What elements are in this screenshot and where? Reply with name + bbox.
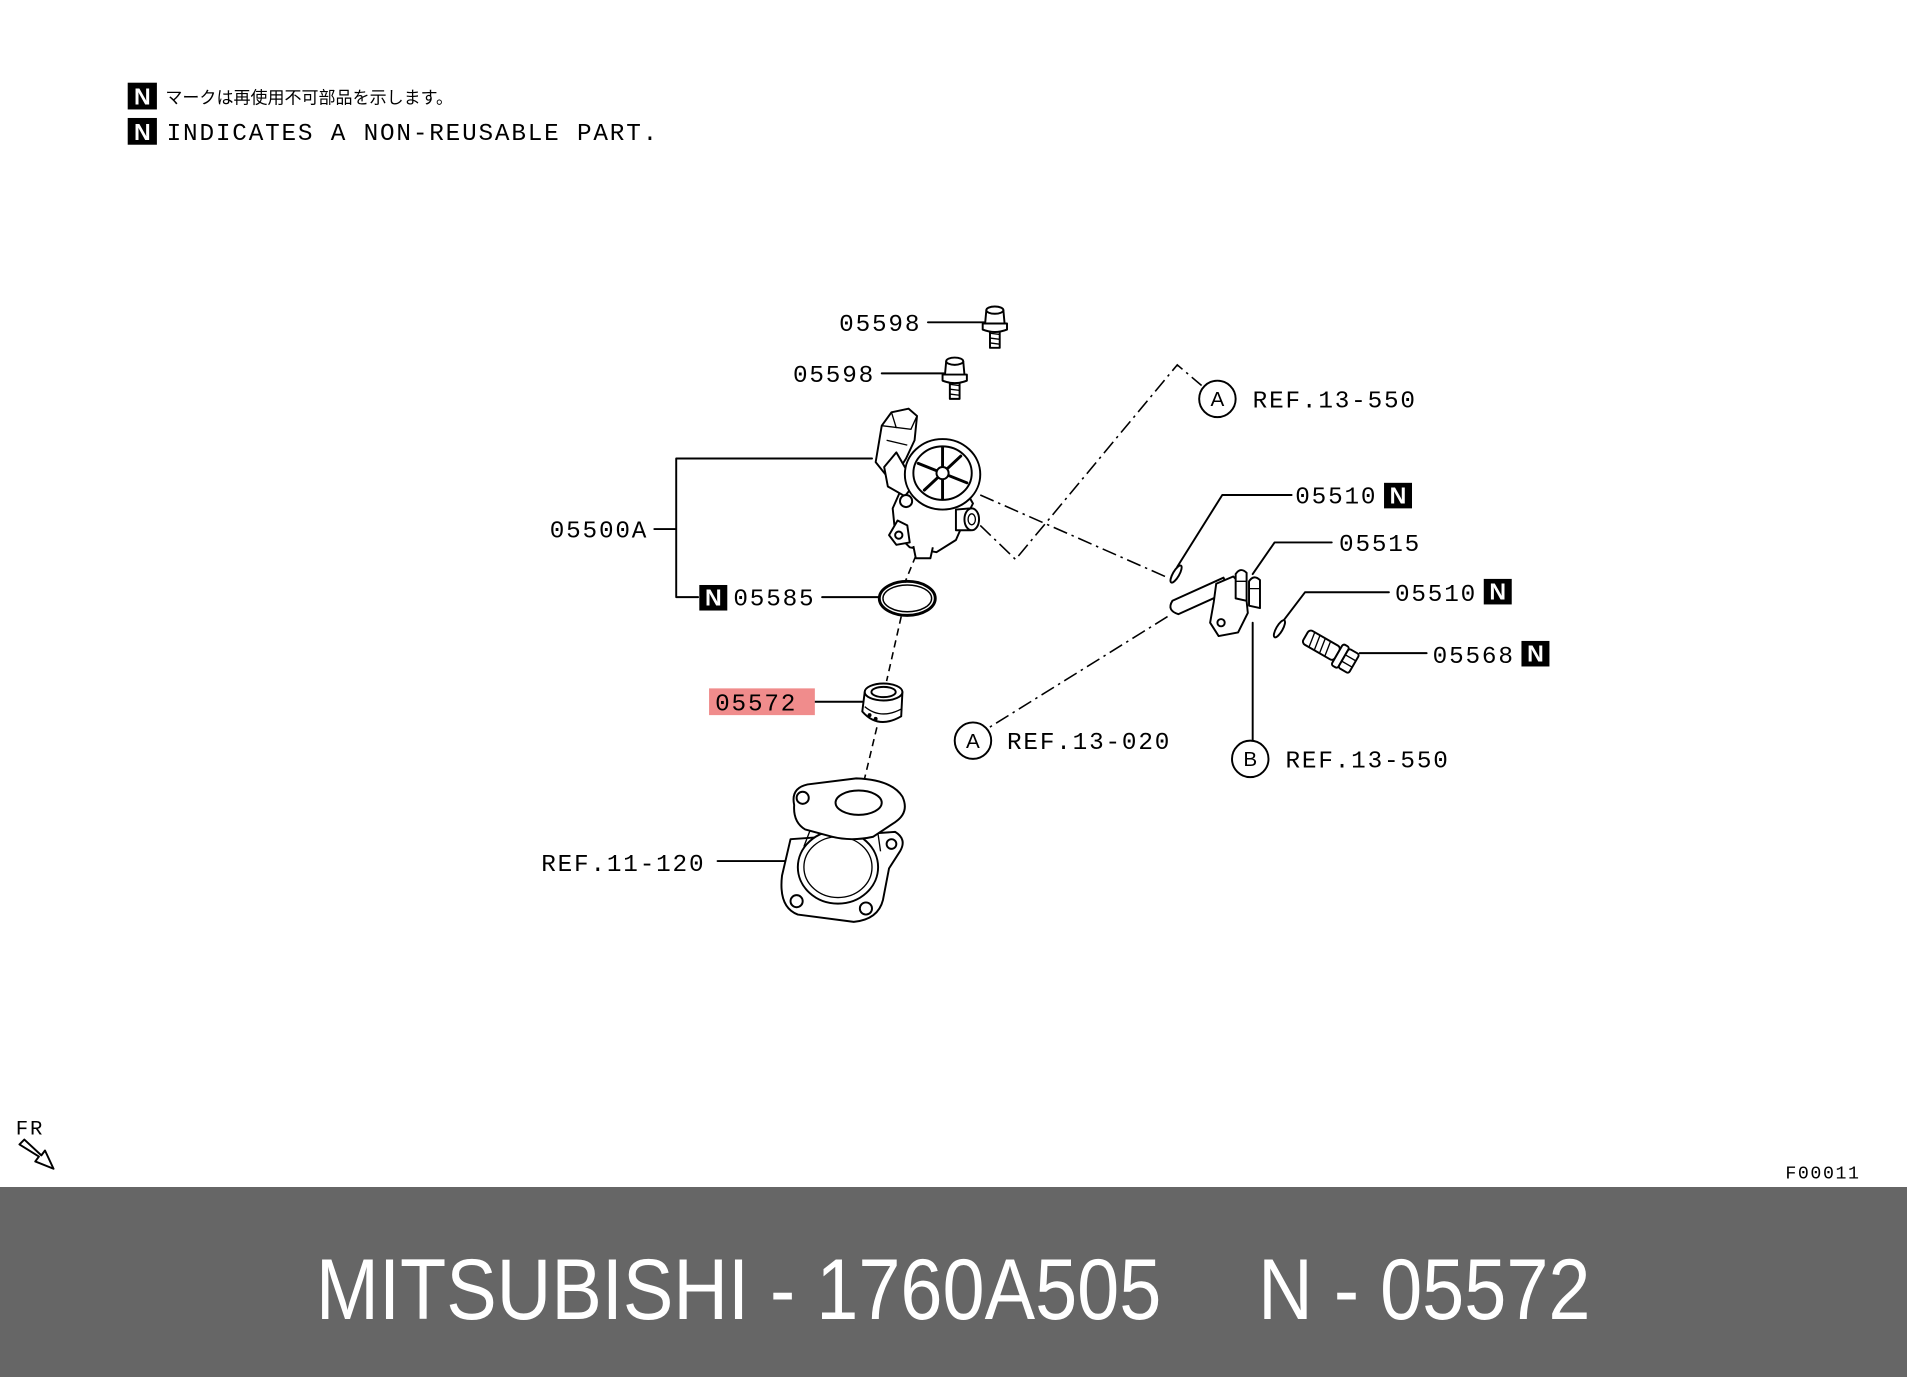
reference-upper: A REF.13-550: [1198, 379, 1417, 419]
callout-pump-o-ring: 05585: [733, 587, 815, 614]
non-reusable-marker: N: [134, 84, 151, 110]
non-reusable-marker: N: [1489, 579, 1506, 605]
non-reusable-marker-box: [1483, 578, 1512, 605]
bolt-lower: [941, 356, 968, 400]
callout-housing-ref: REF.11-120: [541, 852, 705, 879]
reference-label: REF.13-020: [1007, 730, 1171, 757]
reference-label: REF.13-550: [1253, 388, 1417, 415]
leader-line: [1251, 541, 1333, 576]
non-reusable-marker: N: [1527, 641, 1544, 667]
reference-chain-line: [979, 363, 1203, 561]
non-reusable-marker: N: [1390, 483, 1407, 509]
non-reusable-marker: N: [134, 119, 151, 145]
callout-pump-assembly: 05500A: [550, 519, 649, 546]
pump-o-ring: [877, 579, 937, 617]
leader-line: [1280, 591, 1390, 624]
collar: [861, 682, 904, 723]
reference-marker-letter: B: [1243, 748, 1257, 771]
assembly-axis-line: [904, 555, 917, 583]
reference-marker-circle: [1231, 739, 1270, 779]
non-reusable-marker-box: [127, 117, 157, 145]
reference-chain-line: [987, 615, 1168, 730]
callout-fuel-pipe: 05515: [1339, 532, 1421, 559]
callout-bolt-lower: 05598: [793, 363, 875, 390]
legend-japanese: N マークは再使用不可部品を示します。: [127, 82, 453, 110]
legend-english-text: INDICATES A NON-REUSABLE PART.: [167, 121, 659, 148]
footer-part-number: MITSUBISHI - 1760A505: [316, 1242, 1162, 1338]
union-bolt: [1301, 629, 1360, 674]
pipe-o-ring-lower: [1272, 619, 1286, 639]
non-reusable-marker: N: [705, 585, 722, 611]
assembly-bracket-line: [653, 457, 873, 599]
bolt-upper: [981, 305, 1008, 349]
leader-line: [1176, 494, 1293, 568]
legend-japanese-text: マークは再使用不可部品を示します。: [165, 87, 453, 108]
fuel-pump-assembly: [874, 407, 982, 560]
legend-english: N INDICATES A NON-REUSABLE PART.: [127, 117, 659, 148]
assembly-axis-line: [885, 616, 902, 682]
front-direction-label: FR: [16, 1119, 44, 1142]
non-reusable-marker-box: [1521, 640, 1550, 667]
callout-pipe-o-ring-upper: 05510: [1295, 485, 1377, 512]
reference-right: B REF.13-550: [1231, 739, 1450, 779]
reference-marker-letter: A: [1211, 388, 1225, 411]
footer-text: MITSUBISHI - 1760A505 N - 05572: [316, 1231, 1591, 1333]
callout-bolt-upper: 05598: [839, 312, 921, 339]
reference-label: REF.13-550: [1286, 748, 1450, 775]
selected-part-highlight: [709, 688, 815, 716]
non-reusable-marker-box: [127, 82, 157, 110]
reference-marker-circle: [1198, 379, 1237, 419]
parts-diagram: N マークは再使用不可部品を示します。 N INDICATES A NON-RE…: [16, 82, 1860, 1184]
reference-marker-letter: A: [966, 730, 980, 753]
figure-code: F00011: [1785, 1164, 1860, 1184]
callout-union-bolt: 05568: [1433, 644, 1515, 671]
non-reusable-marker-box: [699, 584, 728, 611]
reference-lower: A REF.13-020: [953, 721, 1171, 760]
callout-pipe-o-ring-lower: 05510: [1395, 582, 1477, 609]
footer-item-code: N - 05572: [1258, 1242, 1591, 1338]
non-reusable-marker-box: [1384, 482, 1413, 509]
arrow-down-right-icon: [18, 1138, 55, 1170]
callout-selected-part: 05572: [715, 691, 797, 718]
pipe-o-ring-upper: [1169, 564, 1183, 584]
engine-housing: [780, 777, 906, 923]
reference-marker-circle: [953, 721, 993, 760]
fuel-pipe: [1169, 569, 1261, 638]
reference-chain-line: [979, 494, 1166, 578]
footer-bar: MITSUBISHI - 1760A505 N - 05572: [0, 1187, 1907, 1377]
